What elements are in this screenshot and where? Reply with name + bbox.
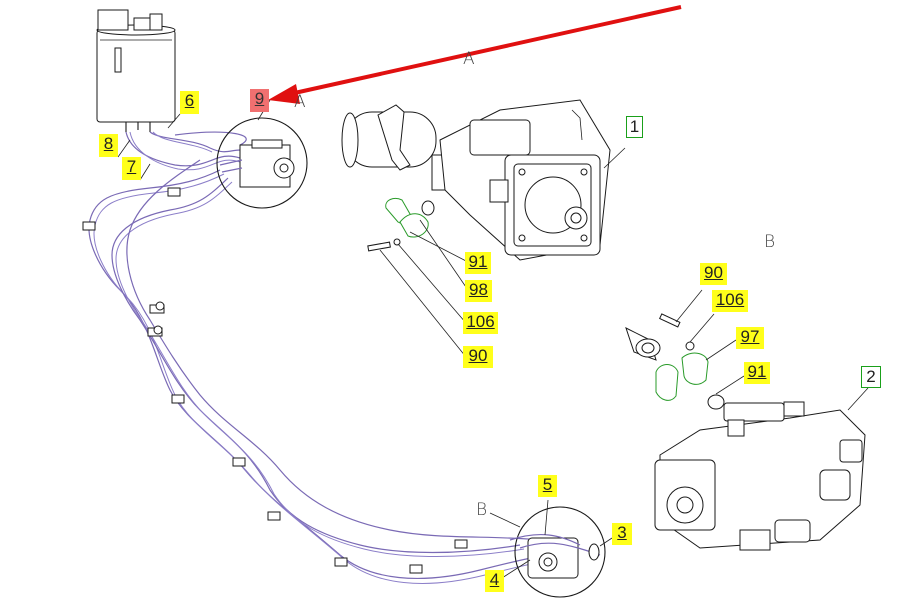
view-letter-a-side: A [294, 92, 306, 112]
flange-parts-a [367, 197, 469, 358]
hose-bundle [82, 131, 566, 584]
hydraulic-tank [96, 9, 176, 132]
callout-97[interactable]: 97 [736, 327, 764, 349]
callout-8[interactable]: 8 [99, 134, 118, 157]
callout-2[interactable]: 2 [861, 366, 881, 388]
callout-5[interactable]: 5 [538, 475, 557, 497]
view-letter-b-bottom: B [476, 500, 488, 520]
flange-parts-b [625, 289, 745, 410]
callout-3[interactable]: 3 [612, 523, 632, 545]
callout-4[interactable]: 4 [485, 570, 504, 592]
callout-7[interactable]: 7 [122, 157, 141, 180]
view-letter-a-top: A [463, 49, 475, 69]
view-letter-b-right: B [764, 232, 776, 252]
callout-90-b[interactable]: 90 [700, 263, 727, 285]
callout-1[interactable]: 1 [626, 116, 643, 138]
callout-9[interactable]: 9 [250, 89, 269, 112]
callout-106-a[interactable]: 106 [463, 312, 498, 334]
pump-assembly-b [654, 387, 869, 551]
pump-assembly-a [341, 99, 626, 261]
callout-91-b[interactable]: 91 [744, 362, 770, 384]
leader-lines [117, 113, 613, 579]
detail-circle-b [489, 506, 606, 598]
callout-6[interactable]: 6 [180, 91, 199, 114]
red-arrow [268, 5, 682, 104]
callout-90-a[interactable]: 90 [463, 346, 493, 368]
callout-98[interactable]: 98 [465, 280, 492, 302]
callout-106-b[interactable]: 106 [712, 290, 748, 312]
callout-91-a[interactable]: 91 [465, 252, 491, 274]
detail-circle-a [216, 99, 308, 209]
